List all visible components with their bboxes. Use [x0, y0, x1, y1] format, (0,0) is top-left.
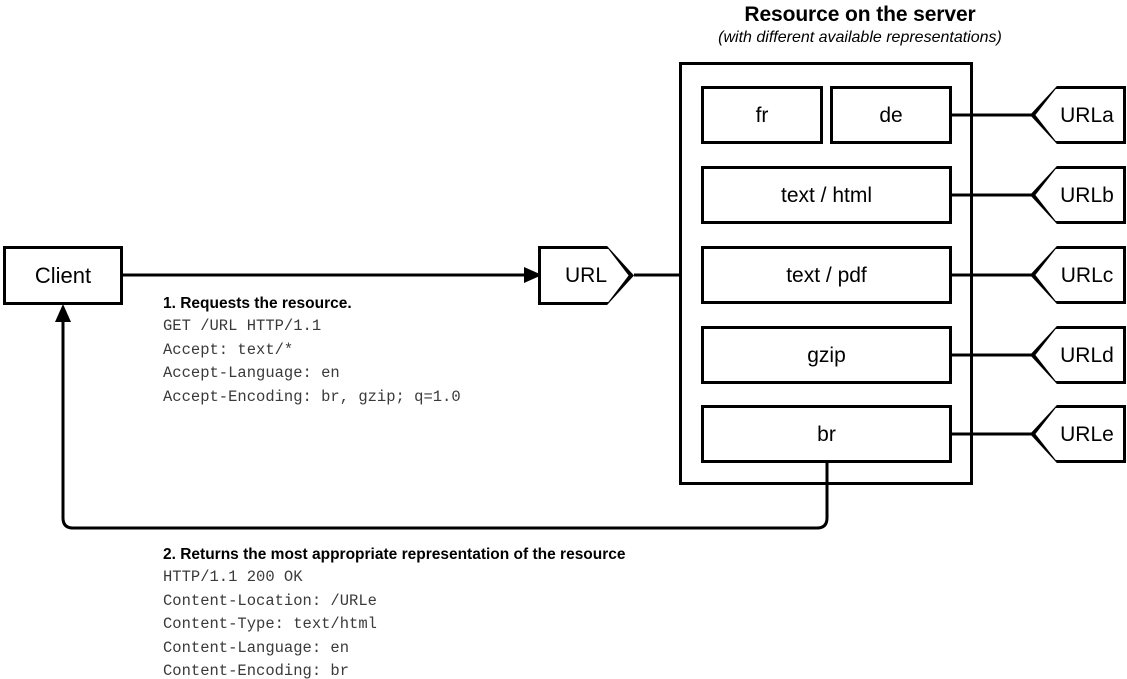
url-request-tag[interactable]: URL: [538, 246, 634, 305]
representation-box-de[interactable]: de: [830, 86, 952, 144]
url-target-tag-urlb[interactable]: URLb: [1030, 166, 1126, 224]
response-note-line: Content-Language: en: [163, 638, 350, 657]
url-target-tag-urle[interactable]: URLe: [1030, 405, 1126, 463]
representation-label: br: [817, 422, 836, 446]
server-heading: Resource on the server (with different a…: [600, 2, 1120, 48]
client-label: Client: [34, 262, 92, 288]
request-note-line: Accept: text/*: [163, 340, 294, 359]
representation-box-text-pdf[interactable]: text / pdf: [701, 246, 952, 304]
representation-label: text / pdf: [786, 263, 867, 287]
url-target-tag-label: URLc: [1060, 263, 1114, 287]
response-note-line: HTTP/1.1 200 OK: [163, 568, 303, 586]
request-note: 1. Requests the resource. GET /URL HTTP/…: [163, 293, 461, 409]
response-note: 2. Returns the most appropriate represen…: [163, 544, 626, 679]
url-target-tag-label: URLe: [1060, 422, 1114, 446]
url-target-tag-urlc[interactable]: URLc: [1030, 246, 1126, 304]
response-note-line: Content-Encoding: br: [163, 662, 350, 679]
request-note-title: 1. Requests the resource.: [163, 295, 352, 312]
request-note-line: Accept-Encoding: br, gzip; q=1.0: [163, 387, 461, 406]
representation-label: gzip: [807, 343, 846, 367]
request-note-line: Accept-Language: en: [163, 364, 340, 382]
representation-label: text / html: [780, 183, 873, 207]
server-title: Resource on the server: [744, 3, 976, 26]
server-resource-frame: [679, 62, 973, 485]
response-note-line: Content-Type: text/html: [163, 615, 377, 633]
url-target-tag-urld[interactable]: URLd: [1030, 326, 1126, 384]
client-box[interactable]: Client: [3, 246, 123, 305]
server-subtitle: (with different available representation…: [718, 29, 1002, 46]
response-note-title: 2. Returns the most appropriate represen…: [163, 546, 626, 563]
url-request-tag-label: URL: [564, 264, 607, 287]
url-target-tag-label: URLd: [1060, 343, 1114, 367]
representation-box-text-html[interactable]: text / html: [701, 166, 952, 224]
request-note-line: GET /URL HTTP/1.1: [163, 317, 322, 335]
representation-box-br[interactable]: br: [701, 405, 952, 463]
representation-box-fr[interactable]: fr: [701, 86, 823, 144]
url-target-tag-label: URLa: [1060, 103, 1114, 127]
url-target-tag-label: URLb: [1060, 183, 1114, 207]
url-target-tag-urla[interactable]: URLa: [1030, 86, 1126, 144]
representation-label: de: [879, 103, 903, 127]
response-note-line: Content-Location: /URLe: [163, 591, 377, 610]
representation-box-gzip[interactable]: gzip: [701, 326, 952, 384]
representation-label: fr: [755, 103, 769, 127]
